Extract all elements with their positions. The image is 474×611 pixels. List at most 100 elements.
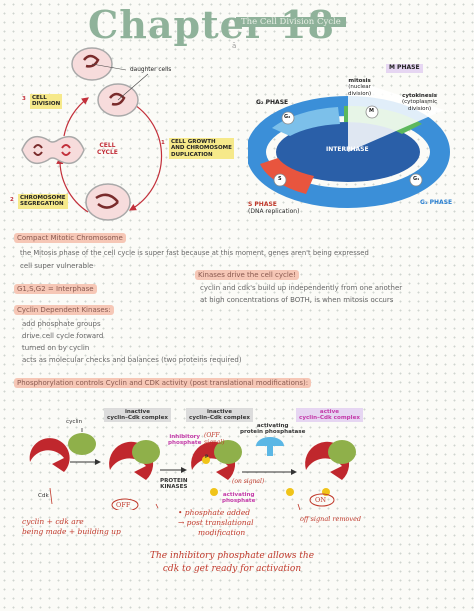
step1-label-line3: DUPLICATION (171, 151, 213, 158)
note-phosphate-line1: • phosphate added (178, 508, 251, 517)
g1-short-label: G₁ (413, 176, 420, 182)
phase-diagram (248, 78, 450, 208)
step3-label: CELL DIVISION (30, 94, 63, 109)
note-phosphate-line3: modification (198, 527, 246, 537)
cycle-center-line1: CELL (99, 142, 116, 149)
cycle-arrow-top (63, 97, 89, 137)
cyclin-label: cyclin (66, 419, 83, 425)
activating-pp-line1: activating (256, 423, 289, 429)
kinases-line1: cyclin and cdk's build up independently … (200, 284, 403, 292)
chapter-subtitle: The Cell Division Cycle (236, 17, 346, 27)
off-badge: OFF (116, 501, 131, 509)
inhibitory-line2: phosphate (168, 440, 202, 447)
cdk-heading: Cyclin Dependent Kinases: (14, 305, 114, 315)
cycle-arrow-left (56, 156, 89, 213)
step3-number: 3 (22, 96, 26, 102)
cyclin-shape (68, 433, 96, 455)
s-phase-segment (260, 158, 314, 194)
g2-short-label: G₂ (284, 114, 291, 120)
step2-label-line1: CHROMOSOME (20, 195, 66, 201)
step3-label-line1: CELL (32, 95, 47, 101)
step2-label: CHROMOSOME SEGREGATION (18, 194, 68, 209)
note-phosphate-line2: → post translational (178, 517, 254, 527)
cdk-item: drive cell cycle forward (22, 332, 104, 340)
p-symbol: P (205, 455, 209, 460)
note-off-removed: off signal removed (300, 515, 362, 523)
step2-label-line2: SEGREGATION (20, 201, 64, 208)
inactive-complex-1-label: inactive cyclin–Cdk complex (104, 408, 171, 423)
g1-phase-label: G₁ PHASE (420, 199, 453, 206)
kinases-line2: at high concentrations of BOTH, is when … (200, 296, 394, 304)
cdk-item: add phosphate groups (22, 320, 101, 328)
cdk-item: turned on by cyclin (22, 344, 90, 352)
step2-number: 2 (10, 197, 14, 203)
g2-phase-label: G₂ PHASE (256, 99, 289, 106)
cytokinesis-line2: (cytoplasmic (402, 99, 438, 106)
note-cyclin-cdk: cyclin + cdk are being made + building u… (22, 517, 121, 537)
off-signal-line2: signal) (204, 438, 225, 446)
inactive-complex-1-cyclin (132, 440, 160, 464)
mitosis-label: mitosis (nuclear division) (348, 78, 371, 97)
m-phase-callout (348, 78, 444, 152)
cdk-shape (29, 438, 70, 472)
step1-label-line1: CELL GROWTH (171, 139, 216, 145)
activating-pp-line2: protein phosphatase (240, 429, 306, 436)
inhibitory-phosphate-dot (202, 456, 210, 464)
inactive1-line1: inactive (124, 409, 150, 415)
inactive2-line2: cyclin–Cdk complex (189, 415, 250, 422)
s-phase-label: S PHASE (DNA replication) (248, 201, 300, 216)
cdk-list: add phosphate groups drive cell cycle fo… (22, 318, 242, 366)
activating-phosphate-label: activating phosphate (222, 492, 255, 504)
on-badge: ON (315, 496, 327, 504)
mitosis-line2: (nuclear (348, 84, 371, 91)
conclusion-note: The inhibitory phosphate allows the cdk … (150, 550, 314, 575)
protein-kinases-line2: KINASES (160, 484, 188, 491)
m-short-label: M (369, 108, 374, 114)
active-line2: cyclin–Cdk complex (299, 415, 360, 422)
off-signal-line1: (OFF (204, 432, 220, 439)
off-badge-oval (111, 498, 139, 510)
m-phase-label: M PHASE (386, 64, 423, 73)
inhibitory-phosphate-label: inhibitory phosphate (168, 434, 201, 446)
phosphatase-shape (256, 437, 284, 446)
compact-line2: cell super vulnerable (20, 262, 94, 270)
step1-label: CELL GROWTH AND CHROMOSOME DUPLICATION (169, 138, 234, 159)
inactive1-line2: cyclin–Cdk complex (107, 415, 168, 422)
activating-phosphate-dot (210, 488, 218, 496)
phosphorylation-heading: Phosphorylation controls Cyclin and CDK … (14, 378, 312, 388)
on-badge-oval (309, 493, 335, 507)
active-line1: active (319, 409, 340, 415)
activating-phosphate-line2: phosphate (222, 498, 256, 505)
mitosis-line3: division) (348, 90, 372, 97)
cytokinesis-label: cytokinesis (cytoplasmic division) (402, 93, 437, 112)
daughter-cells-label: daughter cells (130, 67, 172, 73)
cycle-center-label: CELL CYCLE (97, 142, 118, 157)
protein-kinases-line1: PROTEIN (160, 478, 188, 484)
inhibitory-line1: inhibitory (169, 434, 201, 440)
activating-phosphate-line1: activating (222, 492, 255, 498)
cell-dividing (21, 135, 85, 165)
note-cyclin-cdk-line1: cyclin + cdk are (22, 517, 84, 526)
cell-segregating (85, 183, 131, 221)
g2-phase-segment (272, 107, 340, 136)
inactive2-line1: inactive (206, 409, 232, 415)
interphase-label: INTERPHASE (326, 146, 369, 153)
s-phase-line1: S PHASE (248, 201, 277, 208)
page-mark: ā (232, 42, 237, 50)
protein-kinases-label: PROTEIN KINASES (160, 478, 188, 490)
removed-phosphate-dot (286, 488, 294, 496)
cycle-center-line2: CYCLE (97, 148, 118, 156)
interphase-heading: G1,S,G2 = Interphase (14, 284, 97, 294)
note-phosphate: • phosphate added → post translational m… (178, 508, 253, 537)
cdk-item: acts as molecular checks and balances (t… (22, 356, 242, 364)
step1-label-line2: AND CHROMOSOME (171, 145, 232, 152)
inactive-complex-2-cyclin (214, 440, 242, 464)
step3-label-line2: DIVISION (32, 101, 61, 108)
cdk-label: Cdk (38, 493, 49, 499)
step1-number: 1 (161, 140, 165, 146)
cytokinesis-line1: cytokinesis (402, 93, 437, 99)
s-phase-line2: (DNA replication) (248, 207, 300, 215)
cyclin-cdk-activation-diagram (29, 428, 356, 510)
cycle-arrow-right (128, 101, 163, 211)
on-signal-note: (on signal) (232, 478, 265, 485)
